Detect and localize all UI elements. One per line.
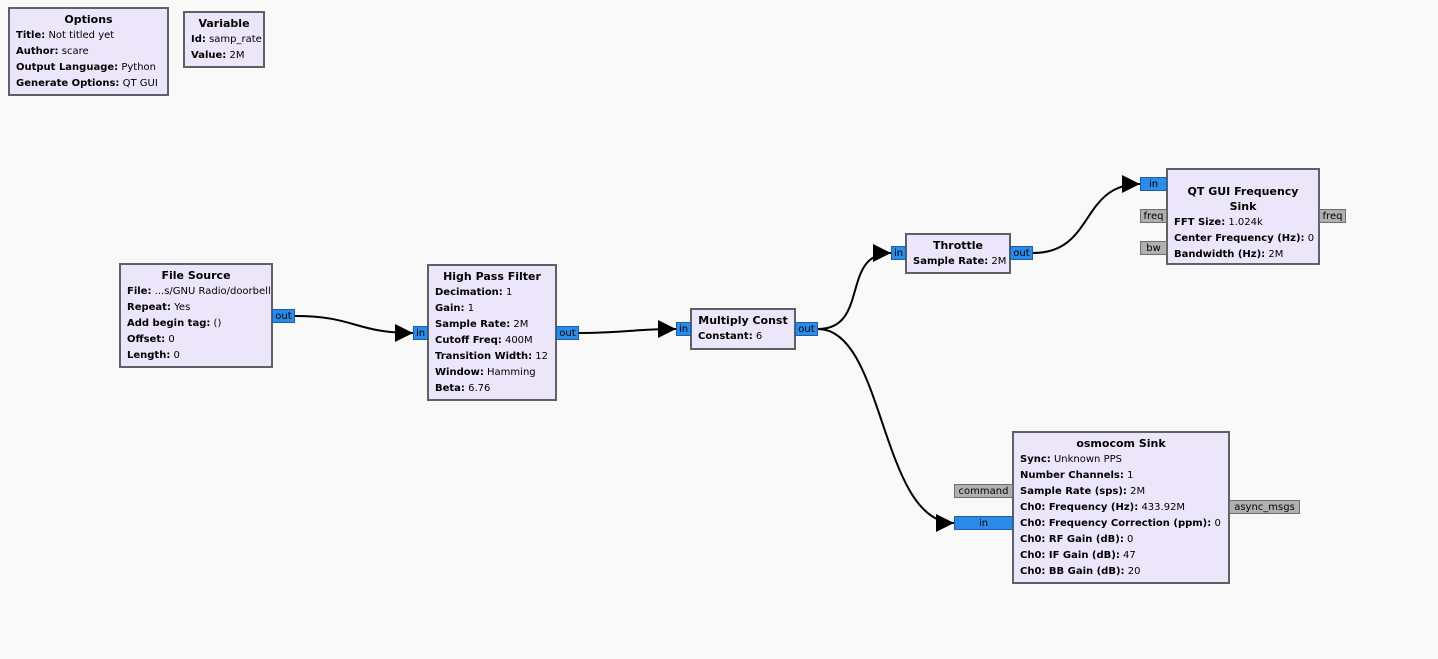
- block-param: Generate Options: QT GUI: [16, 78, 158, 89]
- block-param: Title: Not titled yet: [16, 30, 115, 41]
- qt-gui-frequency-sink-block[interactable]: QT GUI Frequency Sink FFT Size: 1.024k C…: [1166, 168, 1320, 265]
- block-param: Id: samp_rate: [191, 34, 262, 45]
- high-pass-filter-block[interactable]: High Pass Filter Decimation: 1 Gain: 1 S…: [427, 264, 557, 401]
- block-param: Ch0: RF Gain (dB): 0: [1020, 534, 1134, 545]
- block-param: File: ...s/GNU Radio/doorbell: [127, 286, 271, 297]
- block-param: Center Frequency (Hz): 0: [1174, 233, 1315, 244]
- osmocom-sink-block[interactable]: osmocom Sink Sync: Unknown PPS Number Ch…: [1012, 431, 1230, 584]
- frequency-sink-freq-out-port[interactable]: freq: [1319, 209, 1346, 223]
- file-source-out-port[interactable]: out: [272, 309, 295, 323]
- options-block[interactable]: Options Title: Not titled yet Author: sc…: [8, 7, 169, 96]
- block-param: Repeat: Yes: [127, 302, 191, 313]
- throttle-block[interactable]: Throttle Sample Rate: 2M: [905, 233, 1011, 274]
- wire-multiply-const-to-throttle[interactable]: [817, 244, 892, 330]
- variable-block[interactable]: Variable Id: samp_rate Value: 2M: [183, 11, 265, 68]
- block-title: QT GUI Frequency Sink: [1187, 185, 1299, 213]
- high-pass-filter-in-port[interactable]: in: [413, 326, 428, 340]
- block-param: Constant: 6: [698, 331, 763, 342]
- wire-high-pass-to-multiply-const[interactable]: [578, 320, 677, 339]
- block-param: Author: scare: [16, 46, 89, 57]
- frequency-sink-in-port[interactable]: in: [1140, 177, 1167, 191]
- block-param: Number Channels: 1: [1020, 470, 1134, 481]
- block-param: Sample Rate: 2M: [913, 256, 1007, 267]
- block-param: FFT Size: 1.024k: [1174, 217, 1263, 228]
- block-param: Offset: 0: [127, 334, 175, 345]
- multiply-const-out-port[interactable]: out: [795, 322, 818, 336]
- block-title: Options: [64, 13, 113, 26]
- frequency-sink-bw-port[interactable]: bw: [1140, 241, 1167, 255]
- block-param: Ch0: Frequency Correction (ppm): 0: [1020, 518, 1221, 529]
- file-source-block[interactable]: File Source File: ...s/GNU Radio/doorbel…: [119, 263, 273, 368]
- throttle-out-port[interactable]: out: [1010, 246, 1033, 260]
- block-title: High Pass Filter: [443, 270, 541, 283]
- block-param: Length: 0: [127, 350, 180, 361]
- block-param: Beta: 6.76: [435, 383, 491, 394]
- block-param: Ch0: BB Gain (dB): 20: [1020, 566, 1141, 577]
- osmocom-sink-command-port[interactable]: command: [954, 484, 1013, 498]
- block-param: Add begin tag: (): [127, 318, 222, 329]
- frequency-sink-freq-in-port[interactable]: freq: [1140, 209, 1167, 223]
- block-param: Cutoff Freq: 400M: [435, 335, 533, 346]
- block-param: Ch0: IF Gain (dB): 47: [1020, 550, 1136, 561]
- wire-throttle-to-frequency-sink[interactable]: [1032, 175, 1141, 254]
- block-param: Sync: Unknown PPS: [1020, 454, 1122, 465]
- block-param: Value: 2M: [191, 50, 245, 61]
- wire-file-source-to-high-pass[interactable]: [294, 315, 414, 342]
- block-param: Sample Rate: 2M: [435, 319, 529, 330]
- block-title: Throttle: [932, 239, 984, 252]
- block-param: Gain: 1: [435, 303, 475, 314]
- throttle-in-port[interactable]: in: [891, 246, 906, 260]
- block-title: Multiply Const: [698, 314, 788, 327]
- block-param: Sample Rate (sps): 2M: [1020, 486, 1146, 497]
- multiply-const-in-port[interactable]: in: [676, 322, 691, 336]
- block-title: File Source: [161, 269, 231, 282]
- block-title: Variable: [198, 17, 250, 30]
- block-title: osmocom Sink: [1076, 437, 1166, 450]
- block-param: Bandwidth (Hz): 2M: [1174, 249, 1284, 260]
- osmocom-sink-in-port[interactable]: in: [954, 516, 1013, 530]
- block-param: Window: Hamming: [435, 367, 536, 378]
- wire-multiply-const-to-osmocom-sink[interactable]: [817, 328, 955, 532]
- block-param: Decimation: 1: [435, 287, 513, 298]
- block-param: Ch0: Frequency (Hz): 433.92M: [1020, 502, 1186, 513]
- osmocom-sink-async-msgs-port[interactable]: async_msgs: [1229, 500, 1300, 514]
- block-param: Output Language: Python: [16, 62, 157, 73]
- block-param: Transition Width: 12: [435, 351, 549, 362]
- high-pass-filter-out-port[interactable]: out: [556, 326, 579, 340]
